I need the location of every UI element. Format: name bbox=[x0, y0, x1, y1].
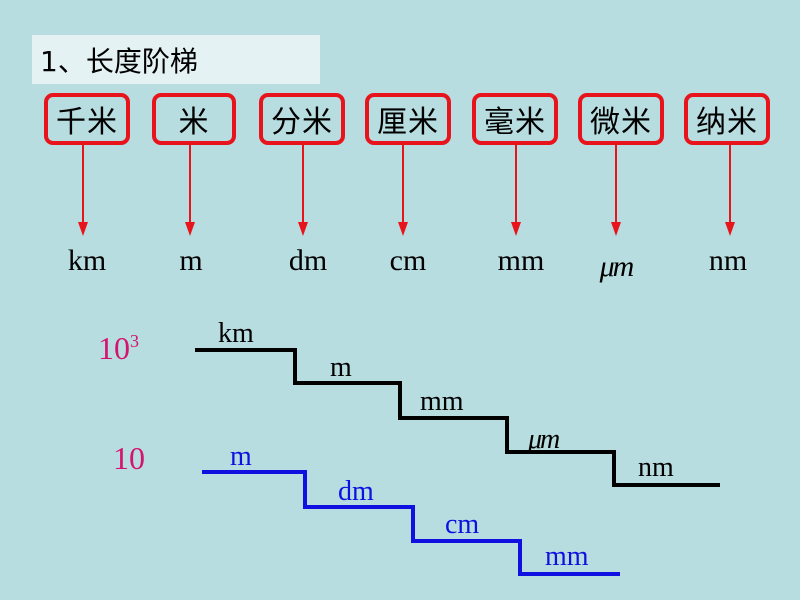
ladder-1000-step: μm bbox=[528, 424, 560, 455]
ladder-1000-step: km bbox=[218, 318, 254, 349]
slide-title-text: 1、长度阶梯 bbox=[40, 44, 198, 78]
arrowhead bbox=[725, 222, 735, 236]
factor-ten: 10 bbox=[113, 440, 145, 476]
unit-box-decimeter: 分米 bbox=[259, 93, 345, 145]
unit-box-millimeter: 毫米 bbox=[472, 93, 558, 145]
ladder-1000-line bbox=[195, 348, 720, 487]
ladder-10-step: m bbox=[230, 441, 252, 472]
unit-name: 毫米 bbox=[484, 105, 546, 140]
unit-name: 分米 bbox=[271, 105, 333, 140]
slide-title: 1、长度阶梯 bbox=[32, 35, 320, 84]
unit-abbr-nanometer: nm bbox=[708, 244, 748, 277]
ladder-1000-step: mm bbox=[420, 386, 464, 417]
unit-box-centimeter: 厘米 bbox=[365, 93, 451, 145]
unit-name: 千米 bbox=[56, 105, 118, 140]
unit-box-kilometer: 千米 bbox=[44, 93, 130, 145]
unit-abbr-meter: m bbox=[179, 244, 203, 277]
ladder-10-step: dm bbox=[338, 476, 374, 507]
arrowhead bbox=[511, 222, 521, 236]
factor-exponent: 3 bbox=[130, 331, 139, 351]
unit-abbr-micrometer: μm bbox=[599, 250, 635, 283]
unit-name: 厘米 bbox=[377, 105, 439, 140]
unit-name: 米 bbox=[178, 105, 210, 140]
unit-name: 微米 bbox=[590, 105, 652, 140]
ladder-10-step: cm bbox=[445, 509, 480, 540]
unit-abbr-decimeter: dm bbox=[288, 244, 328, 277]
arrowhead bbox=[185, 222, 195, 236]
arrowhead bbox=[78, 222, 88, 236]
unit-box-meter: 米 bbox=[152, 93, 236, 145]
unit-abbr-centimeter: cm bbox=[389, 244, 427, 277]
factor-thousand: 103 bbox=[98, 330, 139, 367]
unit-box-micrometer: 微米 bbox=[578, 93, 664, 145]
arrowhead bbox=[298, 222, 308, 236]
factor-base: 10 bbox=[98, 330, 130, 366]
arrowhead bbox=[611, 222, 621, 236]
unit-abbr-kilometer: km bbox=[67, 244, 107, 277]
ladder-1000-step: nm bbox=[638, 452, 674, 483]
unit-box-nanometer: 纳米 bbox=[684, 93, 770, 145]
arrowhead bbox=[398, 222, 408, 236]
unit-abbr-millimeter: mm bbox=[497, 244, 545, 277]
ladder-1000-step: m bbox=[330, 352, 352, 383]
ladder-10-step: mm bbox=[545, 541, 589, 572]
unit-name: 纳米 bbox=[696, 105, 758, 140]
ladder-10-line bbox=[202, 470, 620, 576]
